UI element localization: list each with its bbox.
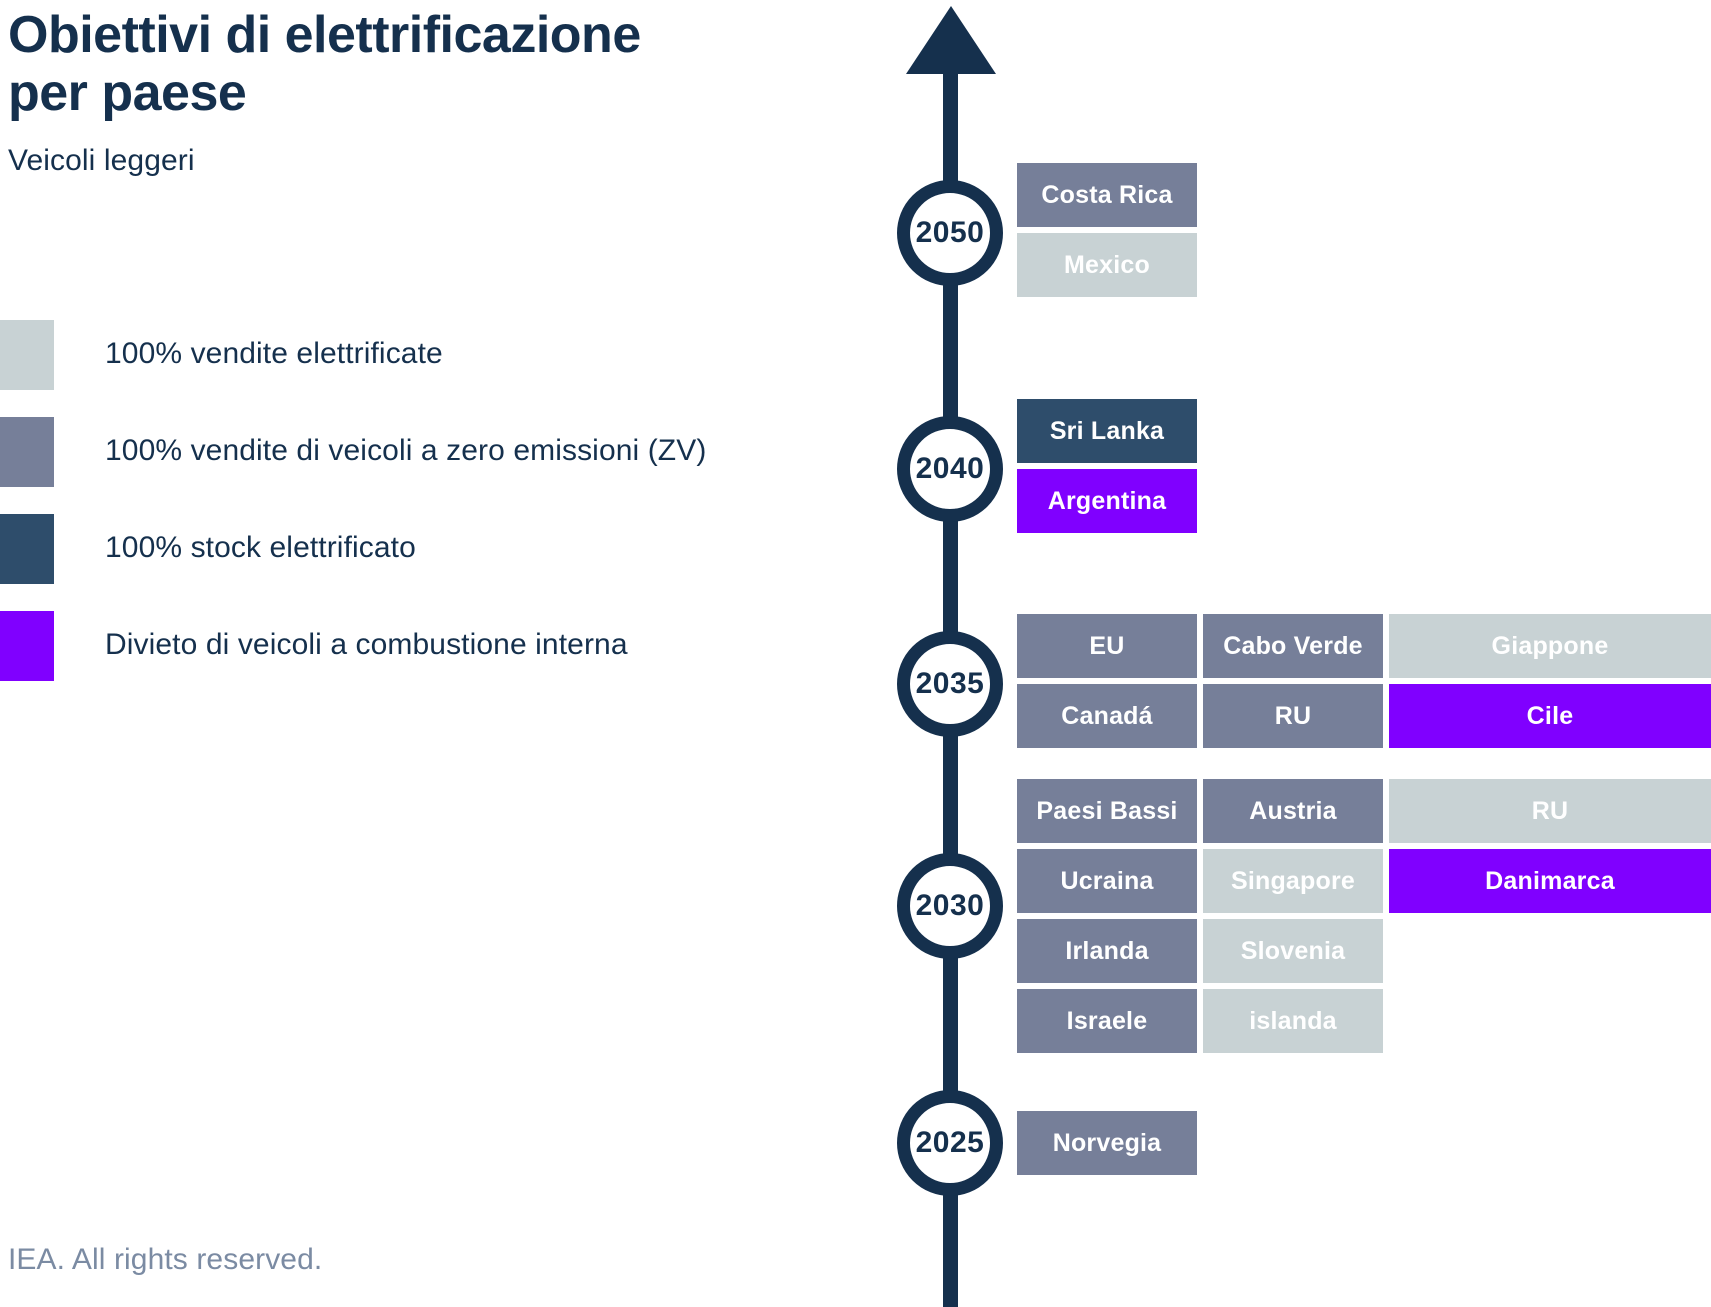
country-box[interactable]: Giappone [1389, 614, 1711, 678]
country-box[interactable]: RU [1389, 779, 1711, 843]
country-box[interactable]: Canadá [1017, 684, 1197, 748]
country-box[interactable]: Danimarca [1389, 849, 1711, 913]
legend-item-stock: 100% stock elettrificato [0, 514, 880, 611]
country-box[interactable]: Israele [1017, 989, 1197, 1053]
timeline-node-2040[interactable]: 2040 [897, 416, 1003, 522]
timeline-node-2025[interactable]: 2025 [897, 1090, 1003, 1196]
legend-item-zev: 100% vendite di veicoli a zero emissioni… [0, 417, 880, 514]
country-box[interactable]: islanda [1203, 989, 1383, 1053]
country-box[interactable]: Mexico [1017, 233, 1197, 297]
legend-swatch-sales [0, 320, 54, 390]
country-box[interactable]: Argentina [1017, 469, 1197, 533]
country-box[interactable]: Paesi Bassi [1017, 779, 1197, 843]
country-box[interactable]: EU [1017, 614, 1197, 678]
year-column-2025-1: Norvegia [1017, 1111, 1197, 1181]
legend-label-ice-ban: Divieto di veicoli a combustione interna [105, 628, 628, 661]
country-box[interactable]: Austria [1203, 779, 1383, 843]
country-box[interactable]: Singapore [1203, 849, 1383, 913]
timeline-node-2050[interactable]: 2050 [897, 180, 1003, 286]
country-box[interactable]: Costa Rica [1017, 163, 1197, 227]
legend-item-sales: 100% vendite elettrificate [0, 320, 880, 417]
legend-item-ice-ban: Divieto di veicoli a combustione interna [0, 611, 880, 708]
country-box[interactable]: Irlanda [1017, 919, 1197, 983]
country-box[interactable]: Cabo Verde [1203, 614, 1383, 678]
title-block: Obiettivi di elettrificazione per paese … [8, 6, 838, 178]
legend-swatch-zev [0, 417, 54, 487]
country-box[interactable]: Norvegia [1017, 1111, 1197, 1175]
country-box[interactable]: RU [1203, 684, 1383, 748]
legend: 100% vendite elettrificate 100% vendite d… [0, 320, 880, 708]
page-subtitle: Veicoli leggeri [8, 144, 195, 178]
page-title: Obiettivi di elettrificazione per paese [8, 6, 641, 123]
country-box[interactable]: Slovenia [1203, 919, 1383, 983]
footer-note: IEA. All rights reserved. [8, 1243, 323, 1276]
country-box[interactable]: Cile [1389, 684, 1711, 748]
legend-label-stock: 100% stock elettrificato [105, 531, 416, 564]
timeline-node-2030[interactable]: 2030 [897, 853, 1003, 959]
legend-label-sales: 100% vendite elettrificate [105, 337, 443, 370]
country-box[interactable]: Ucraina [1017, 849, 1197, 913]
timeline-arrow-icon [906, 6, 996, 74]
legend-label-zev: 100% vendite di veicoli a zero emissioni… [105, 434, 707, 467]
legend-swatch-stock [0, 514, 54, 584]
legend-swatch-ice-ban [0, 611, 54, 681]
country-box[interactable]: Sri Lanka [1017, 399, 1197, 463]
timeline-node-2035[interactable]: 2035 [897, 631, 1003, 737]
